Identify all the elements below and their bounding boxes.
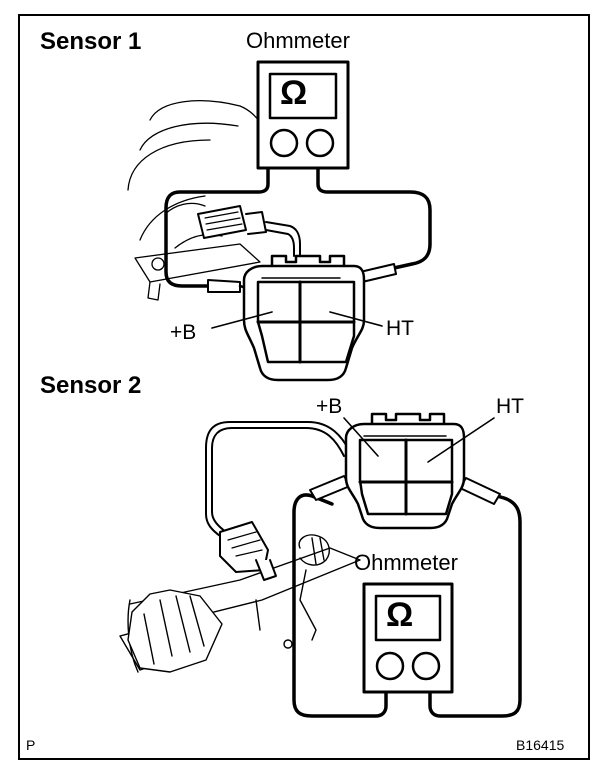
sensor-wire-2: [205, 421, 351, 581]
meter1-box: [256, 60, 350, 170]
sensor1-title: Sensor 1: [40, 28, 142, 55]
connector-2: [344, 412, 466, 530]
sensor-body-1: [197, 205, 301, 257]
terminal-ht-label-2: HT: [496, 395, 524, 418]
meter1-leads: [164, 166, 432, 288]
engine-sketch-1: [127, 100, 263, 301]
ohmmeter1-label: Ohmmeter: [246, 28, 350, 53]
ohm-symbol-2: Ω: [386, 596, 414, 634]
footer-page-marker: P: [26, 737, 36, 753]
connector-1: [242, 254, 366, 382]
sensor2-title: Sensor 2: [40, 372, 142, 399]
meter2-leads: [292, 492, 522, 718]
meter2-box: [362, 582, 454, 694]
terminal-b-label-1: +B: [170, 321, 197, 344]
leaders-2: [343, 417, 495, 463]
terminal-b-label-2: +B: [316, 395, 343, 418]
ohm-symbol-1: Ω: [280, 74, 308, 112]
terminal-ht-label-1: HT: [386, 317, 414, 340]
exhaust-sketch-2: [119, 534, 361, 673]
figure-code: B16415: [516, 737, 565, 753]
ohmmeter2-label: Ohmmeter: [354, 550, 458, 575]
leaders-1: [211, 311, 383, 329]
